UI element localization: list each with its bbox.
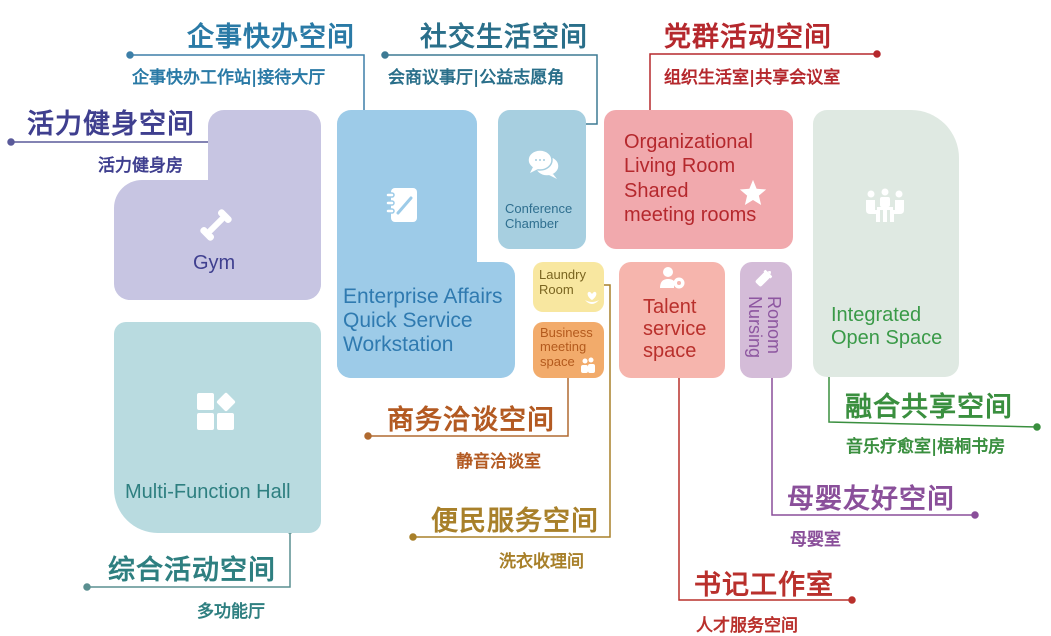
people-meeting-icon [581, 357, 595, 373]
group-sub-enterprise: 企事快办工作站|接待大厅 [132, 68, 326, 88]
group-title-party: 党群活动空间 [664, 22, 832, 53]
notebook-pen-icon [385, 188, 417, 222]
enterprise-label: Enterprise Affairs Quick Service Worksta… [343, 285, 503, 357]
group-title-integrated: 融合共享空间 [845, 392, 1013, 423]
laundry-label: Laundry Room [539, 267, 586, 297]
heart-hand-icon [585, 291, 599, 304]
integrated-label: Integrated Open Space [831, 304, 943, 349]
dumbbell-icon [200, 209, 232, 241]
nursing-label: Ronom Nursing [744, 296, 784, 359]
gym-label: Gym [193, 252, 236, 274]
group-sub-party: 组织生活室|共享会议室 [664, 68, 841, 88]
baby-bottle-icon [755, 269, 773, 287]
group-sub-fitness: 活力健身房 [98, 156, 183, 176]
org-label: Organizational Living Room Shared meetin… [624, 131, 757, 227]
multi-label: Multi-Function Hall [125, 481, 291, 503]
group-sub-integrated: 音乐疗愈室|梧桐书房 [846, 437, 1006, 457]
group-title-convenience: 便民服务空间 [431, 506, 599, 537]
group-sub-comprehensive: 多功能厅 [197, 602, 265, 622]
group-sub-maternal: 母婴室 [790, 530, 841, 550]
talent-label: Talent service space [643, 296, 707, 362]
group-sub-convenience: 洗衣收理间 [499, 552, 584, 572]
group-sub-social: 会商议事厅|公益志愿角 [388, 68, 565, 88]
group-sub-business: 静音洽谈室 [456, 452, 541, 472]
business-label: Business meeting space [540, 325, 593, 369]
group-title-comprehensive: 综合活动空间 [108, 555, 276, 586]
group-title-maternal: 母婴友好空间 [787, 484, 955, 515]
group-title-business: 商务洽谈空间 [387, 405, 555, 436]
group-title-enterprise: 企事快办空间 [187, 22, 355, 53]
chat-bubbles-icon [527, 149, 560, 179]
grid-apps-icon [197, 392, 236, 430]
star-icon [739, 179, 767, 205]
conference-label: Conference Chamber [505, 201, 573, 231]
group-title-fitness: 活力健身空间 [27, 109, 195, 140]
group-table-icon [866, 188, 904, 222]
group-title-social: 社交生活空间 [420, 22, 588, 53]
group-title-secretary: 书记工作室 [694, 570, 834, 601]
group-sub-secretary: 人才服务空间 [696, 616, 798, 636]
user-gear-icon [660, 267, 685, 289]
